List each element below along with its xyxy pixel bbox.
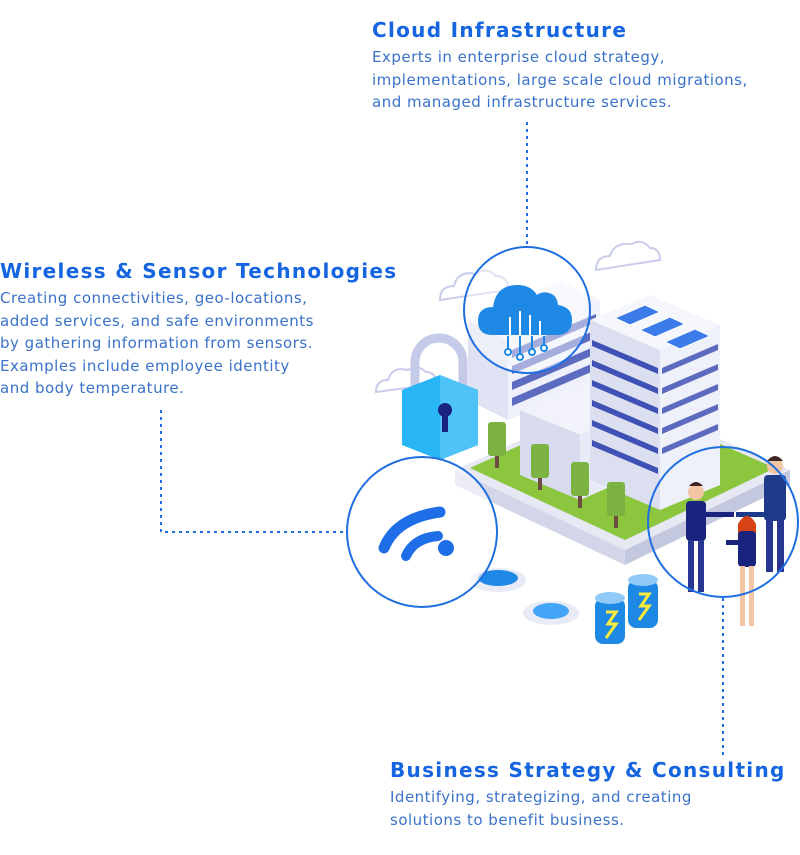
cloud-infrastructure-title: Cloud Infrastructure bbox=[372, 18, 628, 42]
description-line: and managed infrastructure services. bbox=[372, 93, 672, 111]
description-line: Identifying, strategizing, and creating bbox=[390, 788, 692, 806]
wireless-sensor-description: Creating connectivities, geo-locations, … bbox=[0, 287, 397, 400]
floor-pins bbox=[470, 568, 579, 625]
business-strategy-description: Identifying, strategizing, and creating … bbox=[390, 786, 786, 831]
trees bbox=[488, 422, 625, 528]
cloud-network-icon bbox=[478, 285, 572, 361]
wireless-sensor-title: Wireless & Sensor Technologies bbox=[0, 259, 398, 283]
battery-icon bbox=[595, 574, 658, 644]
business-strategy-section: Business Strategy & Consulting Identifyi… bbox=[390, 758, 786, 831]
description-line: Examples include employee identity bbox=[0, 356, 290, 375]
cloud-circle bbox=[463, 246, 591, 374]
description-line: Experts in enterprise cloud strategy, bbox=[372, 48, 666, 66]
business-circle bbox=[647, 446, 799, 598]
wireless-sensor-section: Wireless & Sensor Technologies Creating … bbox=[0, 259, 397, 400]
cloud-infrastructure-section: Cloud Infrastructure Experts in enterpri… bbox=[372, 18, 748, 114]
cloud-infrastructure-description: Experts in enterprise cloud strategy, im… bbox=[372, 46, 748, 114]
wifi-icon bbox=[378, 506, 446, 561]
description-line: Creating connectivities, geo-locations, bbox=[0, 289, 308, 307]
wifi-circle bbox=[346, 456, 498, 608]
description-line: implementations, large scale cloud migra… bbox=[372, 70, 748, 89]
wireless-connector-line bbox=[160, 410, 347, 533]
business-people bbox=[686, 456, 786, 626]
description-line: solutions to benefit business. bbox=[390, 810, 625, 829]
description-line: and body temperature. bbox=[0, 379, 185, 397]
description-line: by gathering information from sensors. bbox=[0, 334, 313, 352]
solar-panels bbox=[613, 304, 712, 350]
business-strategy-title: Business Strategy & Consulting bbox=[390, 758, 786, 782]
description-line: added services, and safe environments bbox=[0, 311, 314, 330]
main-tower-building bbox=[590, 295, 720, 510]
padlock-icon bbox=[402, 333, 478, 460]
